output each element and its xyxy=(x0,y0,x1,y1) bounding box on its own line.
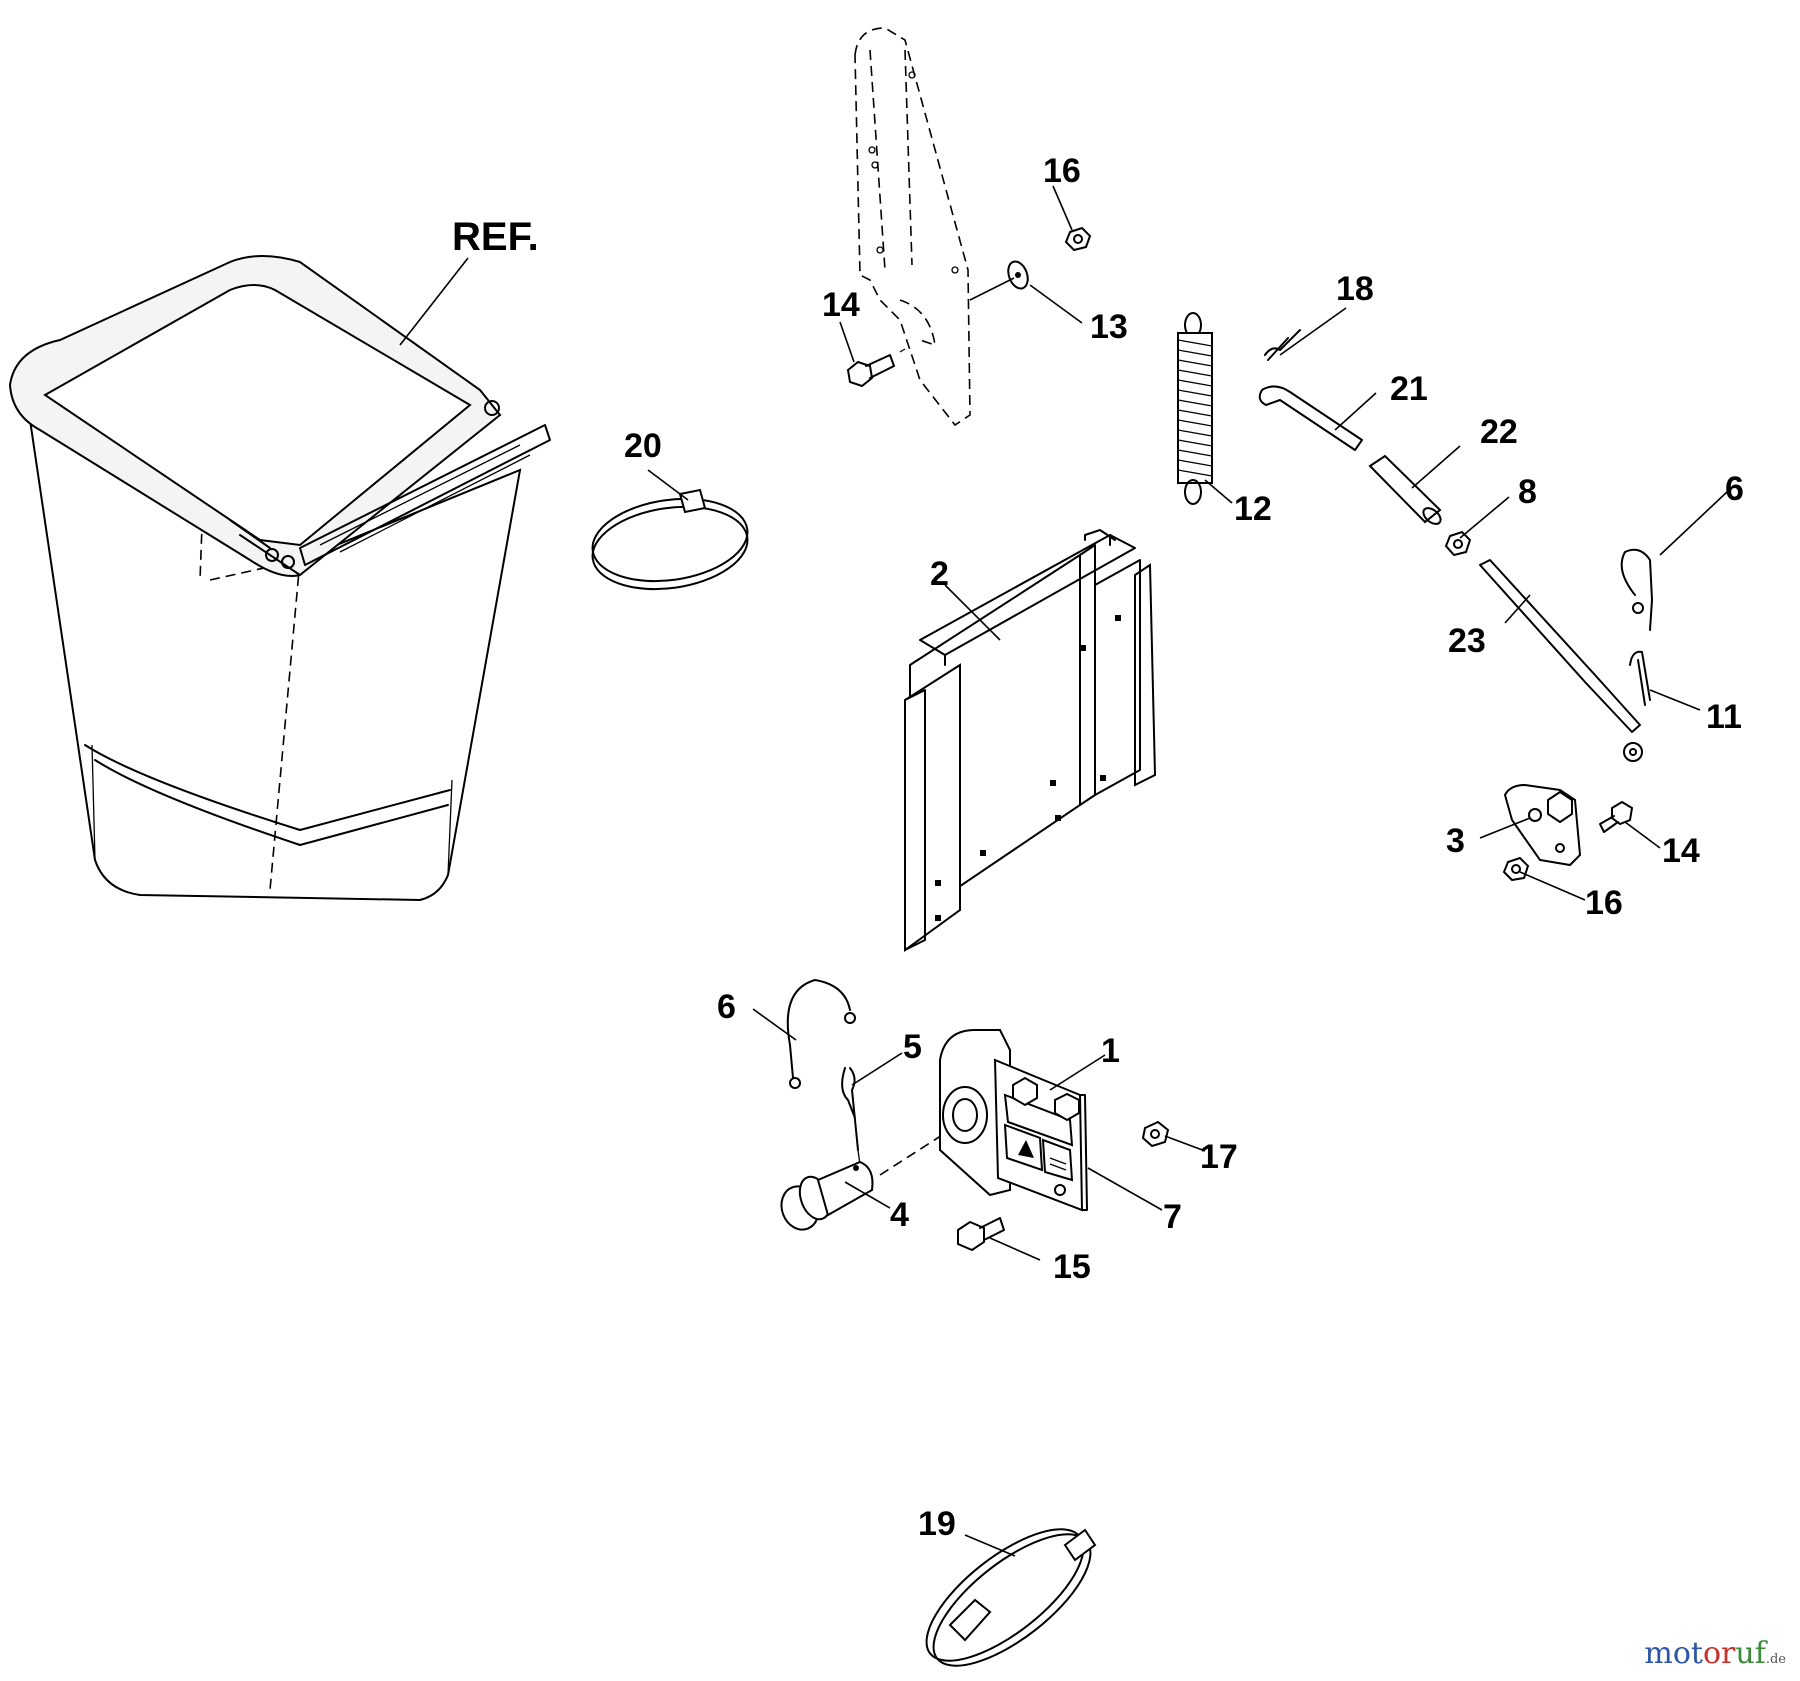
label-20: 20 xyxy=(624,427,662,465)
part-14-bolt-top xyxy=(846,348,906,388)
part-20-hose-clamp xyxy=(591,488,749,591)
watermark-logo: motoruf.de xyxy=(1644,1636,1786,1671)
label-17: 17 xyxy=(1200,1138,1238,1176)
label-6-left: 6 xyxy=(717,988,736,1026)
label-ref: REF. xyxy=(452,215,539,259)
label-8: 8 xyxy=(1518,473,1537,511)
part-4-pin xyxy=(780,1160,874,1231)
part-18-hairpin-clip xyxy=(1264,329,1301,361)
label-2: 2 xyxy=(930,555,949,593)
label-1: 1 xyxy=(1101,1032,1120,1070)
part-3-plate xyxy=(1503,783,1582,867)
part-15-bolt xyxy=(957,1217,1005,1252)
part-14-bolt-right xyxy=(1599,800,1634,833)
part-21-rod xyxy=(1258,385,1363,451)
part-11-clip xyxy=(1629,650,1651,706)
label-11: 11 xyxy=(1706,698,1742,736)
label-7: 7 xyxy=(1163,1198,1182,1236)
part-13-washer xyxy=(1007,260,1029,290)
label-16-right: 16 xyxy=(1585,884,1623,922)
label-15: 15 xyxy=(1053,1248,1091,1286)
part-16-nut-right xyxy=(1502,856,1530,882)
label-19: 19 xyxy=(918,1505,956,1543)
label-14-right: 14 xyxy=(1662,832,1700,870)
grass-catcher-bag xyxy=(8,255,551,902)
label-13: 13 xyxy=(1090,308,1128,346)
label-14-top: 14 xyxy=(822,286,860,324)
label-4: 4 xyxy=(890,1196,909,1234)
label-21: 21 xyxy=(1390,370,1428,408)
label-18: 18 xyxy=(1336,270,1374,308)
part-2-mount-bracket xyxy=(904,529,1157,952)
label-16-top: 16 xyxy=(1043,152,1081,190)
part-6-lanyard-right xyxy=(1620,548,1653,631)
part-19-clamp xyxy=(925,1528,1097,1667)
label-23: 23 xyxy=(1448,622,1486,660)
part-12-spring xyxy=(1177,312,1213,505)
part-16-nut-top xyxy=(1064,226,1092,252)
label-22: 22 xyxy=(1480,413,1518,451)
part-22-sleeve xyxy=(1368,454,1442,525)
label-12: 12 xyxy=(1234,490,1272,528)
part-6-lanyard-left xyxy=(786,979,856,1089)
label-3: 3 xyxy=(1446,822,1465,860)
part-17-nut xyxy=(1141,1120,1170,1148)
label-6-right: 6 xyxy=(1725,470,1744,508)
label-5: 5 xyxy=(903,1028,922,1066)
callout-labels: REF. 20 16 13 14 18 21 22 8 6 12 2 23 11… xyxy=(452,152,1744,1543)
part-8-nut xyxy=(1444,530,1472,557)
leader-lines xyxy=(399,185,1728,1557)
part-23-link-rod xyxy=(1479,559,1643,762)
reference-frame-bracket xyxy=(854,27,971,427)
part-1-latch-assembly xyxy=(939,1029,1088,1212)
